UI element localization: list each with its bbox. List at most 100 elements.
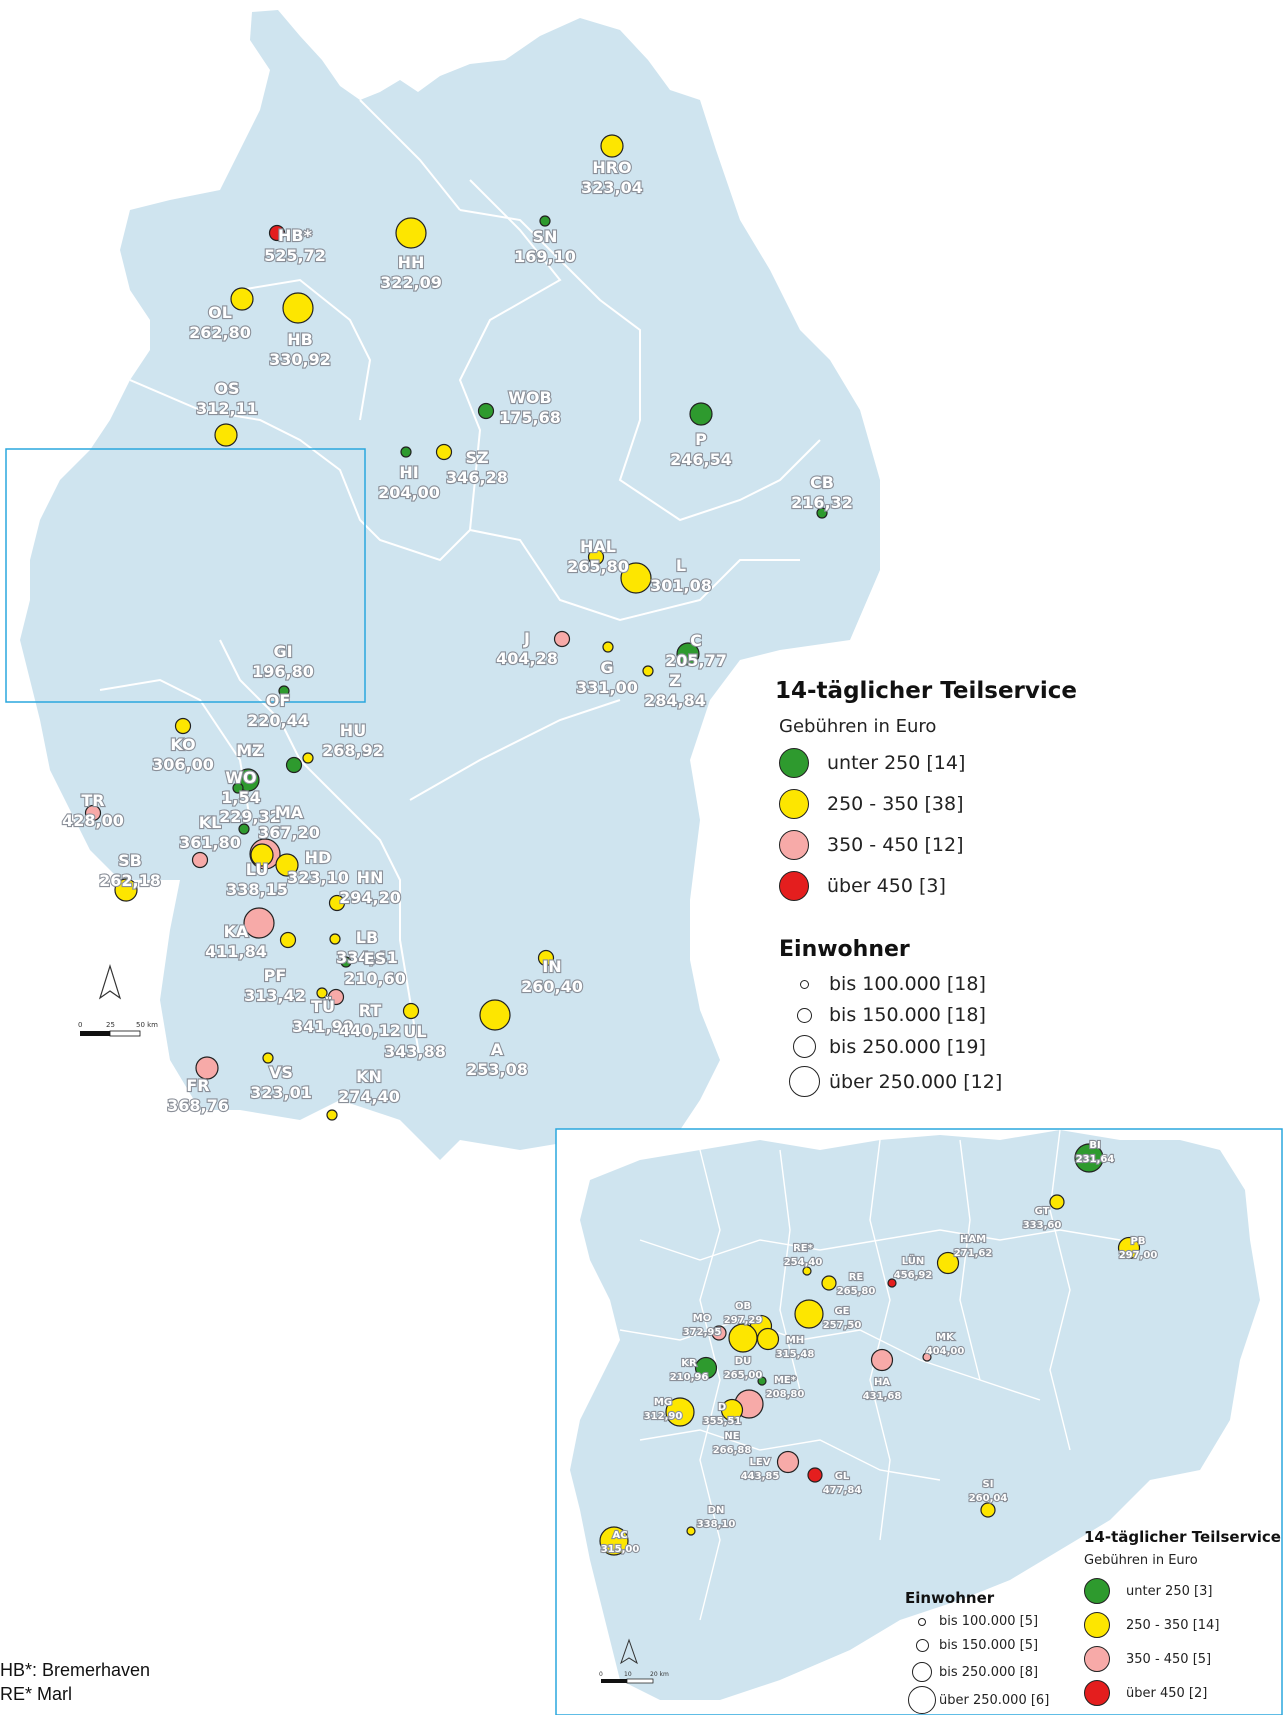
main-city-code-a-40: A [491, 1040, 504, 1059]
main-city-code-hb-2: HB* [278, 226, 313, 245]
inset-size-label-2: bis 250.000 [8] [939, 1664, 1039, 1680]
main-city-code-of-19: OF [266, 691, 291, 710]
main-marker-p-8 [689, 402, 713, 426]
main-swatch-red [779, 871, 809, 901]
inset-city-value-bi-0: 231,64 [1076, 1154, 1115, 1165]
inset-marker-ge-8 [794, 1299, 824, 1329]
inset-city-value-me-14: 208,80 [766, 1389, 805, 1400]
main-city-code-fr-41: FR [186, 1076, 209, 1095]
main-size-label-1: bis 150.000 [18] [829, 1004, 986, 1026]
main-city-code-j-14: J [523, 629, 530, 648]
main-city-value-sb-28: 262,18 [99, 871, 161, 890]
main-marker-ka-32 [243, 907, 275, 939]
inset-city-code-ge-8: GE [834, 1306, 849, 1317]
inset-city-value-re-4: 254,40 [784, 1257, 823, 1268]
inset-city-value-lev-19: 443,85 [741, 1471, 780, 1482]
inset-city-code-re-5: RE [849, 1272, 864, 1283]
inset-city-code-gt-1: GT [1035, 1206, 1050, 1217]
main-marker-tü-37 [316, 987, 328, 999]
inset-class-row-3: über 450 [2] [1084, 1680, 1207, 1706]
main-city-value-in-36: 260,40 [521, 977, 583, 996]
main-city-value-hu-20: 268,92 [322, 741, 384, 760]
inset-swatch-yellow [1084, 1612, 1110, 1638]
inset-city-value-re-5: 265,80 [837, 1286, 876, 1297]
main-city-code-wo-23: WO [225, 768, 256, 787]
main-swatch-green [779, 748, 809, 778]
inset-size-swatch-box-0 [905, 1617, 939, 1626]
main-city-value-kl-27: 361,80 [179, 833, 241, 852]
main-size-row-1: bis 150.000 [18] [779, 1004, 986, 1026]
main-marker-hb-5 [282, 292, 314, 324]
inset-size-circle-3 [908, 1686, 936, 1714]
inset-city-code-du-12: DU [735, 1356, 751, 1367]
main-marker-in-36 [537, 949, 555, 967]
main-city-value-of-19: 220,44 [247, 711, 309, 730]
main-city-value-tü-37: 341,99 [292, 1017, 354, 1036]
inset-city-value-mk-11: 404,00 [926, 1346, 965, 1357]
main-marker-hd-30 [275, 853, 299, 877]
inset-marker-lün-6 [887, 1278, 897, 1288]
main-city-code-g-16: G [600, 658, 613, 677]
inset-marker-du-12 [728, 1323, 758, 1353]
main-marker-j-14 [553, 630, 571, 648]
inset-class-label-3: über 450 [2] [1126, 1685, 1208, 1701]
inset-size-circle-1 [915, 1639, 929, 1652]
main-class-label-1: 250 - 350 [38] [827, 793, 964, 815]
main-city-code-mz-22: MZ [236, 741, 264, 760]
main-size-label-3: über 250.000 [12] [829, 1070, 1003, 1093]
inset-class-label-0: unter 250 [3] [1126, 1583, 1213, 1599]
main-city-value-sz-10: 346,28 [446, 468, 508, 487]
scalebar-inset-10: 10 [624, 1671, 632, 1678]
main-city-value-wo-23: 1,54 [221, 788, 260, 807]
inset-swatch-green [1084, 1578, 1110, 1604]
main-city-code-kl-27: KL [199, 813, 222, 832]
main-class-row-3: über 450 [3] [779, 871, 946, 901]
main-size-row-0: bis 100.000 [18] [779, 973, 986, 995]
scalebar-main-50: 50 km [136, 1021, 158, 1029]
main-city-value-kn-43: 274,40 [338, 1087, 400, 1106]
main-city-code-hb-5: HB [287, 330, 313, 349]
main-city-code-rt-38: RT [359, 1001, 382, 1020]
main-city-value-hi-9: 204,00 [378, 483, 440, 502]
main-marker-pf-34 [279, 931, 297, 949]
ruhr-inset-frame [5, 448, 366, 703]
inset-class-row-1: 250 - 350 [14] [1084, 1612, 1219, 1638]
inset-city-code-mh-10: MH [786, 1335, 804, 1346]
footnote-re: RE* Marl [0, 1684, 73, 1704]
inset-labels: BI231,64GT333,60HAM271,62PB297,00RE*254,… [600, 1139, 1159, 1556]
main-city-value-pf-34: 313,42 [244, 986, 306, 1005]
main-marker-ul-39 [402, 1002, 420, 1020]
main-city-code-vs-42: VS [269, 1063, 293, 1082]
inset-marker-ham-2 [936, 1251, 960, 1275]
inset-city-value-gl-20: 477,84 [823, 1485, 862, 1496]
inset-size-swatch-box-2 [905, 1662, 939, 1682]
inset-city-value-mg-16: 312,90 [644, 1411, 683, 1422]
main-marker-lb-33 [329, 933, 341, 945]
main-city-value-es-35: 210,60 [344, 969, 406, 988]
scalebar-main-0: 0 [78, 1021, 82, 1029]
inset-city-code-si-21: SI [983, 1479, 994, 1490]
inset-city-value-ne-18: 266,88 [713, 1445, 752, 1456]
inset-size-circle-0 [918, 1617, 926, 1626]
main-size-label-0: bis 100.000 [18] [829, 973, 986, 995]
inset-size-swatch-box-3 [905, 1686, 939, 1714]
main-size-swatch-box-1 [779, 1007, 829, 1023]
main-city-value-z-17: 284,84 [644, 691, 706, 710]
main-marker-kn-43 [326, 1109, 338, 1121]
main-marker-of-19 [285, 756, 303, 774]
main-city-value-ma-26: 367,20 [258, 823, 320, 842]
main-city-code-ol-4: OL [208, 303, 232, 322]
main-city-code-lb-33: LB [356, 928, 378, 947]
main-class-row-0: unter 250 [14] [779, 748, 965, 778]
main-city-value-l-13: 301,08 [650, 576, 712, 595]
main-size-title: Einwohner [779, 937, 910, 962]
main-city-value-lb-33: 334,41 [336, 948, 398, 967]
inset-class-label-1: 250 - 350 [14] [1126, 1617, 1220, 1633]
inset-marker-gl-20 [807, 1467, 823, 1483]
main-city-code-z-17: Z [669, 671, 681, 690]
main-size-circle-3 [788, 1066, 820, 1097]
state-borders [99, 99, 821, 1061]
inset-swatch-red [1084, 1680, 1110, 1706]
main-city-value-cb-11: 216,32 [791, 493, 853, 512]
main-size-swatch-box-3 [779, 1066, 829, 1097]
